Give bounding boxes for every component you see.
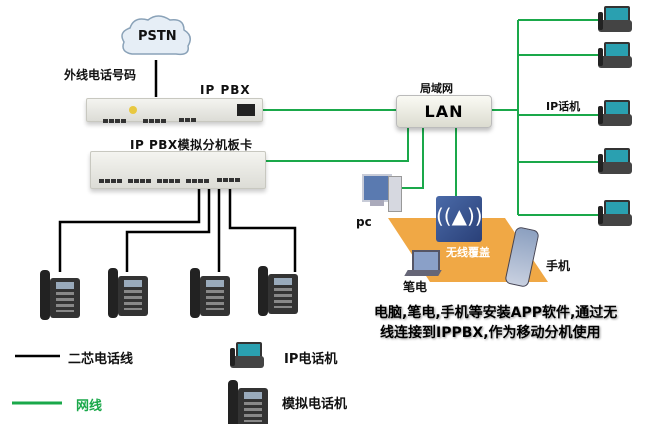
ip-phone-icon bbox=[598, 42, 632, 68]
lan-label: LAN bbox=[424, 102, 464, 121]
net-line-card bbox=[266, 127, 409, 162]
laptop-icon bbox=[404, 250, 442, 278]
legend-analog-phone-label: 模拟电话机 bbox=[282, 397, 348, 412]
ip-pbx-device bbox=[86, 98, 263, 123]
lan-caption: 局域网 bbox=[420, 82, 453, 95]
phone-line-4 bbox=[228, 188, 297, 272]
pc-icon bbox=[362, 172, 402, 216]
mobile-label: 手机 bbox=[546, 259, 571, 273]
ip-phone-icon bbox=[598, 100, 632, 126]
outside-line-label: 外线电话号码 bbox=[64, 68, 137, 82]
analog-card-device bbox=[90, 151, 266, 189]
pstn-cloud-icon: PSTN bbox=[118, 14, 194, 60]
laptop-label: 笔电 bbox=[403, 280, 428, 294]
analog-phone-icon bbox=[40, 270, 80, 320]
phone-line-1 bbox=[58, 188, 201, 272]
ip-phone-icon bbox=[598, 148, 632, 174]
legend-phone-line-label: 二芯电话线 bbox=[68, 352, 134, 367]
ip-phone-icon bbox=[230, 342, 264, 368]
ip-phone-icon bbox=[598, 6, 632, 32]
analog-phone-icon bbox=[258, 266, 298, 316]
pc-label: pc bbox=[356, 215, 372, 229]
analog-phone-icon bbox=[228, 380, 268, 424]
legend-ip-phone-label: IP电话机 bbox=[284, 352, 338, 367]
pstn-label: PSTN bbox=[138, 29, 177, 44]
phone-line-2 bbox=[125, 188, 211, 272]
description-text: 电脑,笔电,手机等安装APP软件,通过无 线连接到IPPBX,作为移动分机使用 bbox=[374, 303, 617, 343]
analog-phone-icon bbox=[190, 268, 230, 318]
ip-phone-icon bbox=[598, 200, 632, 226]
legend-network-label: 网线 bbox=[76, 399, 103, 414]
analog-card-label: IP PBX模拟分机板卡 bbox=[130, 138, 253, 152]
net-line-pc bbox=[400, 127, 424, 189]
ip-pbx-label: IP PBX bbox=[200, 83, 251, 97]
lan-switch: LAN bbox=[396, 95, 492, 128]
wireless-label: 无线覆盖 bbox=[446, 246, 490, 259]
ip-phone-label: IP话机 bbox=[546, 100, 581, 113]
wireless-ap-icon: ((▲)) bbox=[436, 196, 483, 242]
description-line-2: 线连接到IPPBX,作为移动分机使用 bbox=[380, 325, 601, 341]
description-line-1: 电脑,笔电,手机等安装APP软件,通过无 bbox=[374, 305, 618, 321]
analog-phone-icon bbox=[108, 268, 148, 318]
